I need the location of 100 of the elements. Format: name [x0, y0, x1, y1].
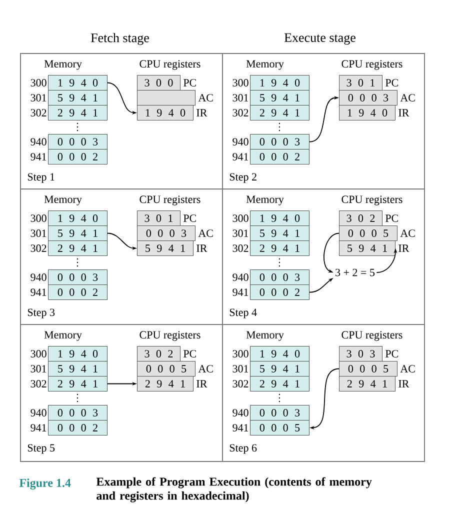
register-cell: 2 9 4 1 [339, 376, 396, 392]
memory-cell: 0 0 0 2 [48, 420, 108, 436]
memory-cell: 0 0 0 3 [250, 270, 310, 285]
step-label: Step 4 [230, 308, 257, 318]
address-label: 940 [30, 138, 46, 146]
register-name: PC [386, 350, 398, 358]
address-label: 941 [232, 153, 248, 160]
address-label: 940 [30, 274, 46, 281]
stage-heading: Fetch stage [90, 33, 149, 45]
memory-cell: 2 9 4 1 [48, 376, 108, 392]
register-name: PC [184, 79, 196, 86]
memory-cell: 5 9 4 1 [250, 226, 310, 241]
figure-caption: Example of Program Execution (contents of memory and registers in hexadecimal) [96, 477, 372, 502]
address-label: 301 [30, 230, 46, 237]
column-heading: Memory [44, 60, 82, 70]
address-label: 940 [232, 409, 248, 416]
register-cell: 3 0 1 [137, 210, 180, 226]
register-name: IR [398, 109, 410, 116]
column-heading: Memory [44, 196, 82, 206]
memory-cell: 0 0 0 2 [48, 149, 108, 164]
address-label: 941 [30, 153, 46, 160]
address-label: 300 [232, 79, 248, 86]
register-name: AC [400, 94, 415, 102]
column-heading: CPU registers [140, 331, 200, 341]
address-label: 301 [232, 365, 248, 372]
register-name: AC [198, 94, 213, 102]
column-heading: Memory [44, 331, 82, 341]
address-label: 302 [30, 380, 46, 388]
register-cell: 0 0 0 5 [137, 361, 196, 376]
address-label: 301 [30, 94, 46, 102]
memory-cell: 0 0 0 3 [250, 405, 310, 420]
column-heading: Memory [246, 196, 284, 206]
address-label: 300 [232, 350, 248, 358]
sum-expression: 3 + 2 = 5 [336, 268, 374, 276]
step-label: Step 6 [230, 444, 257, 454]
address-label: 300 [232, 214, 248, 222]
register-name: IR [398, 380, 410, 388]
memory-cell: 0 0 0 5 [250, 420, 310, 436]
register-cell: 3 0 2 [137, 346, 180, 362]
register-name: IR [398, 244, 410, 252]
register-name: IR [196, 244, 208, 252]
register-cell: 3 0 2 [339, 210, 382, 226]
address-label: 302 [232, 244, 248, 252]
register-name: PC [386, 79, 398, 86]
memory-cell: 1 9 4 0 [48, 346, 108, 362]
step-label: Step 3 [28, 308, 55, 318]
register-name: AC [400, 365, 415, 372]
address-label: 941 [30, 424, 46, 432]
address-label: 300 [30, 350, 46, 358]
memory-cell: 1 9 4 0 [250, 75, 310, 90]
register-cell: 3 0 3 [339, 346, 382, 362]
register-cell: 0 0 0 3 [339, 90, 398, 106]
column-heading: CPU registers [342, 60, 402, 70]
step-label: Step 5 [28, 444, 55, 454]
register-cell: 3 0 0 [137, 75, 180, 90]
register-cell: 5 9 4 1 [339, 240, 396, 256]
register-name: AC [400, 230, 415, 237]
register-name: IR [196, 109, 208, 116]
memory-cell: 1 9 4 0 [250, 210, 310, 226]
memory-cell: 5 9 4 1 [48, 90, 108, 106]
column-heading: Memory [246, 331, 284, 341]
address-label: 940 [232, 138, 248, 146]
memory-cell: 2 9 4 1 [48, 105, 108, 120]
memory-cell: 2 9 4 1 [48, 240, 108, 256]
column-heading: CPU registers [140, 196, 200, 206]
column-heading: CPU registers [342, 331, 402, 341]
memory-cell: 2 9 4 1 [250, 240, 310, 256]
register-name: IR [196, 380, 208, 388]
register-name: PC [184, 214, 196, 222]
memory-cell: 2 9 4 1 [250, 105, 310, 120]
memory-cell: 2 9 4 1 [250, 376, 310, 392]
memory-cell: 1 9 4 0 [48, 75, 108, 90]
address-label: 301 [30, 365, 46, 372]
address-label: 301 [232, 94, 248, 102]
register-name: AC [198, 365, 213, 372]
register-cell: 5 9 4 1 [137, 240, 194, 256]
memory-cell: 1 9 4 0 [48, 210, 108, 226]
arrow [324, 232, 340, 272]
address-label: 300 [30, 79, 46, 86]
register-cell: 0 0 0 5 [339, 226, 398, 241]
memory-cell: 5 9 4 1 [250, 90, 310, 106]
address-label: 941 [232, 424, 248, 432]
memory-cell: 5 9 4 1 [48, 226, 108, 241]
register-cell: 2 9 4 1 [137, 376, 194, 392]
column-heading: Memory [246, 60, 284, 70]
stage-heading: Execute stage [284, 33, 356, 45]
memory-cell: 0 0 0 3 [48, 405, 108, 420]
register-cell: 0 0 0 3 [137, 226, 196, 241]
address-label: 941 [232, 288, 248, 296]
address-label: 941 [30, 288, 46, 296]
register-name: AC [198, 230, 213, 237]
address-label: 302 [30, 244, 46, 252]
memory-cell: 5 9 4 1 [48, 361, 108, 376]
address-label: 940 [232, 274, 248, 281]
address-label: 301 [232, 230, 248, 237]
memory-cell: 1 9 4 0 [250, 346, 310, 362]
column-heading: CPU registers [140, 60, 200, 70]
address-label: 300 [30, 214, 46, 222]
register-name: PC [386, 214, 398, 222]
register-cell: 1 9 4 0 [137, 105, 194, 120]
